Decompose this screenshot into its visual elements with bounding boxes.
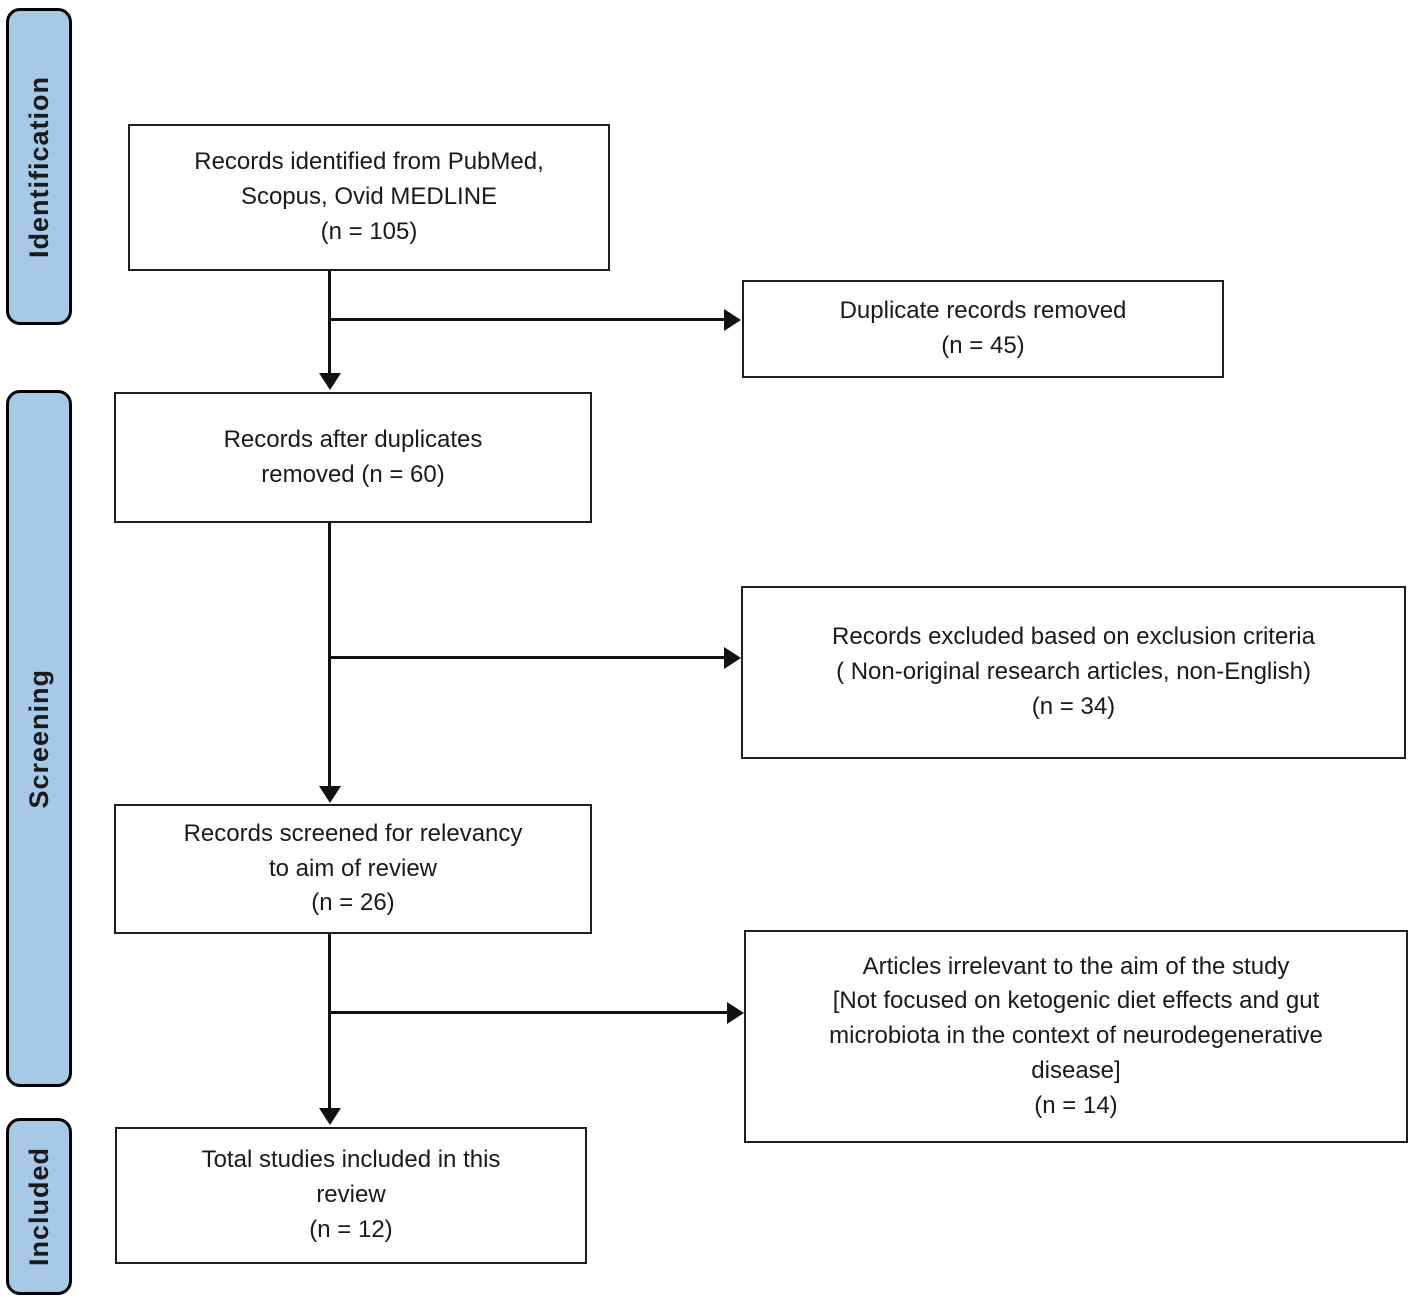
node-records-after-duplicates: Records after duplicates removed (n = 60… bbox=[114, 392, 592, 523]
node-records-excluded: Records excluded based on exclusion crit… bbox=[741, 586, 1406, 759]
arrowhead-down-icon bbox=[319, 1108, 341, 1125]
node-total-studies-included-text: Total studies included in this review (n… bbox=[201, 1146, 501, 1243]
node-records-after-duplicates-text: Records after duplicates removed (n = 60… bbox=[223, 425, 483, 488]
node-records-screened-text: Records screened for relevancy to aim of… bbox=[183, 819, 523, 917]
connector-branch-irrelevant bbox=[330, 1011, 727, 1014]
connector-branch-duplicates bbox=[330, 318, 724, 321]
stage-screening-label: Screening bbox=[23, 668, 54, 809]
node-articles-irrelevant-text: Articles irrelevant to the aim of the st… bbox=[829, 952, 1323, 1119]
node-duplicate-records-removed: Duplicate records removed (n = 45) bbox=[742, 280, 1224, 378]
stage-identification-label: Identification bbox=[23, 75, 54, 258]
arrowhead-right-icon bbox=[724, 647, 741, 669]
node-records-excluded-text: Records excluded based on exclusion crit… bbox=[832, 623, 1315, 720]
stage-screening: Screening bbox=[6, 390, 72, 1087]
node-records-identified-text: Records identified from PubMed, Scopus, … bbox=[194, 148, 544, 245]
stage-included: Included bbox=[6, 1118, 72, 1295]
connector-afterduplicates-to-screened bbox=[328, 523, 331, 788]
node-total-studies-included: Total studies included in this review (n… bbox=[115, 1127, 587, 1264]
connector-identified-to-afterduplicates bbox=[328, 271, 331, 375]
stage-included-label: Included bbox=[23, 1146, 54, 1266]
connector-branch-excluded bbox=[330, 656, 724, 659]
stage-identification: Identification bbox=[6, 8, 72, 325]
arrowhead-right-icon bbox=[724, 309, 741, 331]
arrowhead-down-icon bbox=[319, 373, 341, 390]
arrowhead-down-icon bbox=[319, 786, 341, 803]
node-duplicate-records-removed-text: Duplicate records removed (n = 45) bbox=[839, 297, 1127, 359]
node-records-identified: Records identified from PubMed, Scopus, … bbox=[128, 124, 610, 271]
node-records-screened: Records screened for relevancy to aim of… bbox=[114, 804, 592, 934]
connector-screened-to-included bbox=[328, 934, 331, 1110]
arrowhead-right-icon bbox=[727, 1002, 744, 1024]
node-articles-irrelevant: Articles irrelevant to the aim of the st… bbox=[744, 930, 1408, 1143]
